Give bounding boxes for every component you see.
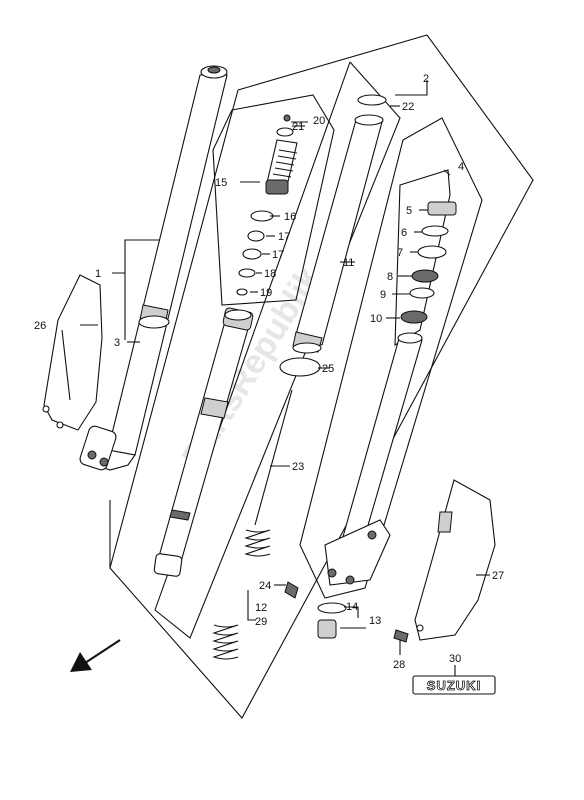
assembly-outline-left [109,89,239,569]
fork-spring-29 [212,624,239,660]
fork-guard-left [42,274,103,431]
label-23: 23 [292,461,304,473]
label-20: 20 [313,115,325,127]
label-7: 7 [397,247,403,259]
fork-lower-leg [324,332,423,586]
label-29: 29 [255,616,267,628]
label-5: 5 [406,205,412,217]
cartridge-parts-frame [212,94,335,306]
label-1: 1 [95,268,101,280]
damper-cartridge [153,307,254,577]
label-8: 8 [387,271,393,283]
label-24: 24 [259,580,271,592]
assembly-outline [109,34,534,719]
label-25: 25 [322,363,334,375]
label-12: 12 [255,602,267,614]
label-30: 30 [449,653,461,665]
label-6: 6 [401,227,407,239]
fork-inner-tube-assembly [79,65,228,471]
label-17b: 17 [272,249,284,261]
label-21: 21 [292,121,304,133]
label-18: 18 [264,268,276,280]
label-27: 27 [492,570,504,582]
o-ring-22 [357,94,387,106]
label-16: 16 [284,211,296,223]
outer-tube-frame [154,61,401,639]
fork-guard-right [414,479,496,641]
bolt-24 [284,581,299,599]
label-26: 26 [34,320,46,332]
fork-outer-tube [292,114,384,354]
label-22: 22 [402,101,414,113]
leader-lines [80,80,490,676]
cartridge-internals [236,114,298,296]
label-2: 2 [423,73,429,85]
seal-kit [400,201,457,324]
suzuki-badge: SUZUKI [412,675,496,695]
label-28: 28 [393,659,405,671]
label-15: 15 [215,177,227,189]
inner-tube-frame [299,117,483,599]
label-19: 19 [260,287,272,299]
label-4: 4 [458,161,464,173]
oil-lock-piece [317,602,347,639]
front-direction-arrow [70,639,121,672]
bolt-28 [393,629,409,643]
label-3: 3 [114,337,120,349]
fork-spring-23 [244,389,293,557]
o-ring-25 [279,357,321,377]
suzuki-badge-text: SUZUKI [427,678,481,693]
label-13: 13 [369,615,381,627]
callout-labels: 2 22 1 3 26 11 25 15 16 17 17 18 19 20 2… [34,73,504,671]
label-17a: 17 [278,231,290,243]
label-9: 9 [380,289,386,301]
label-11: 11 [343,257,354,269]
label-14: 14 [346,601,358,613]
label-10: 10 [370,313,382,325]
